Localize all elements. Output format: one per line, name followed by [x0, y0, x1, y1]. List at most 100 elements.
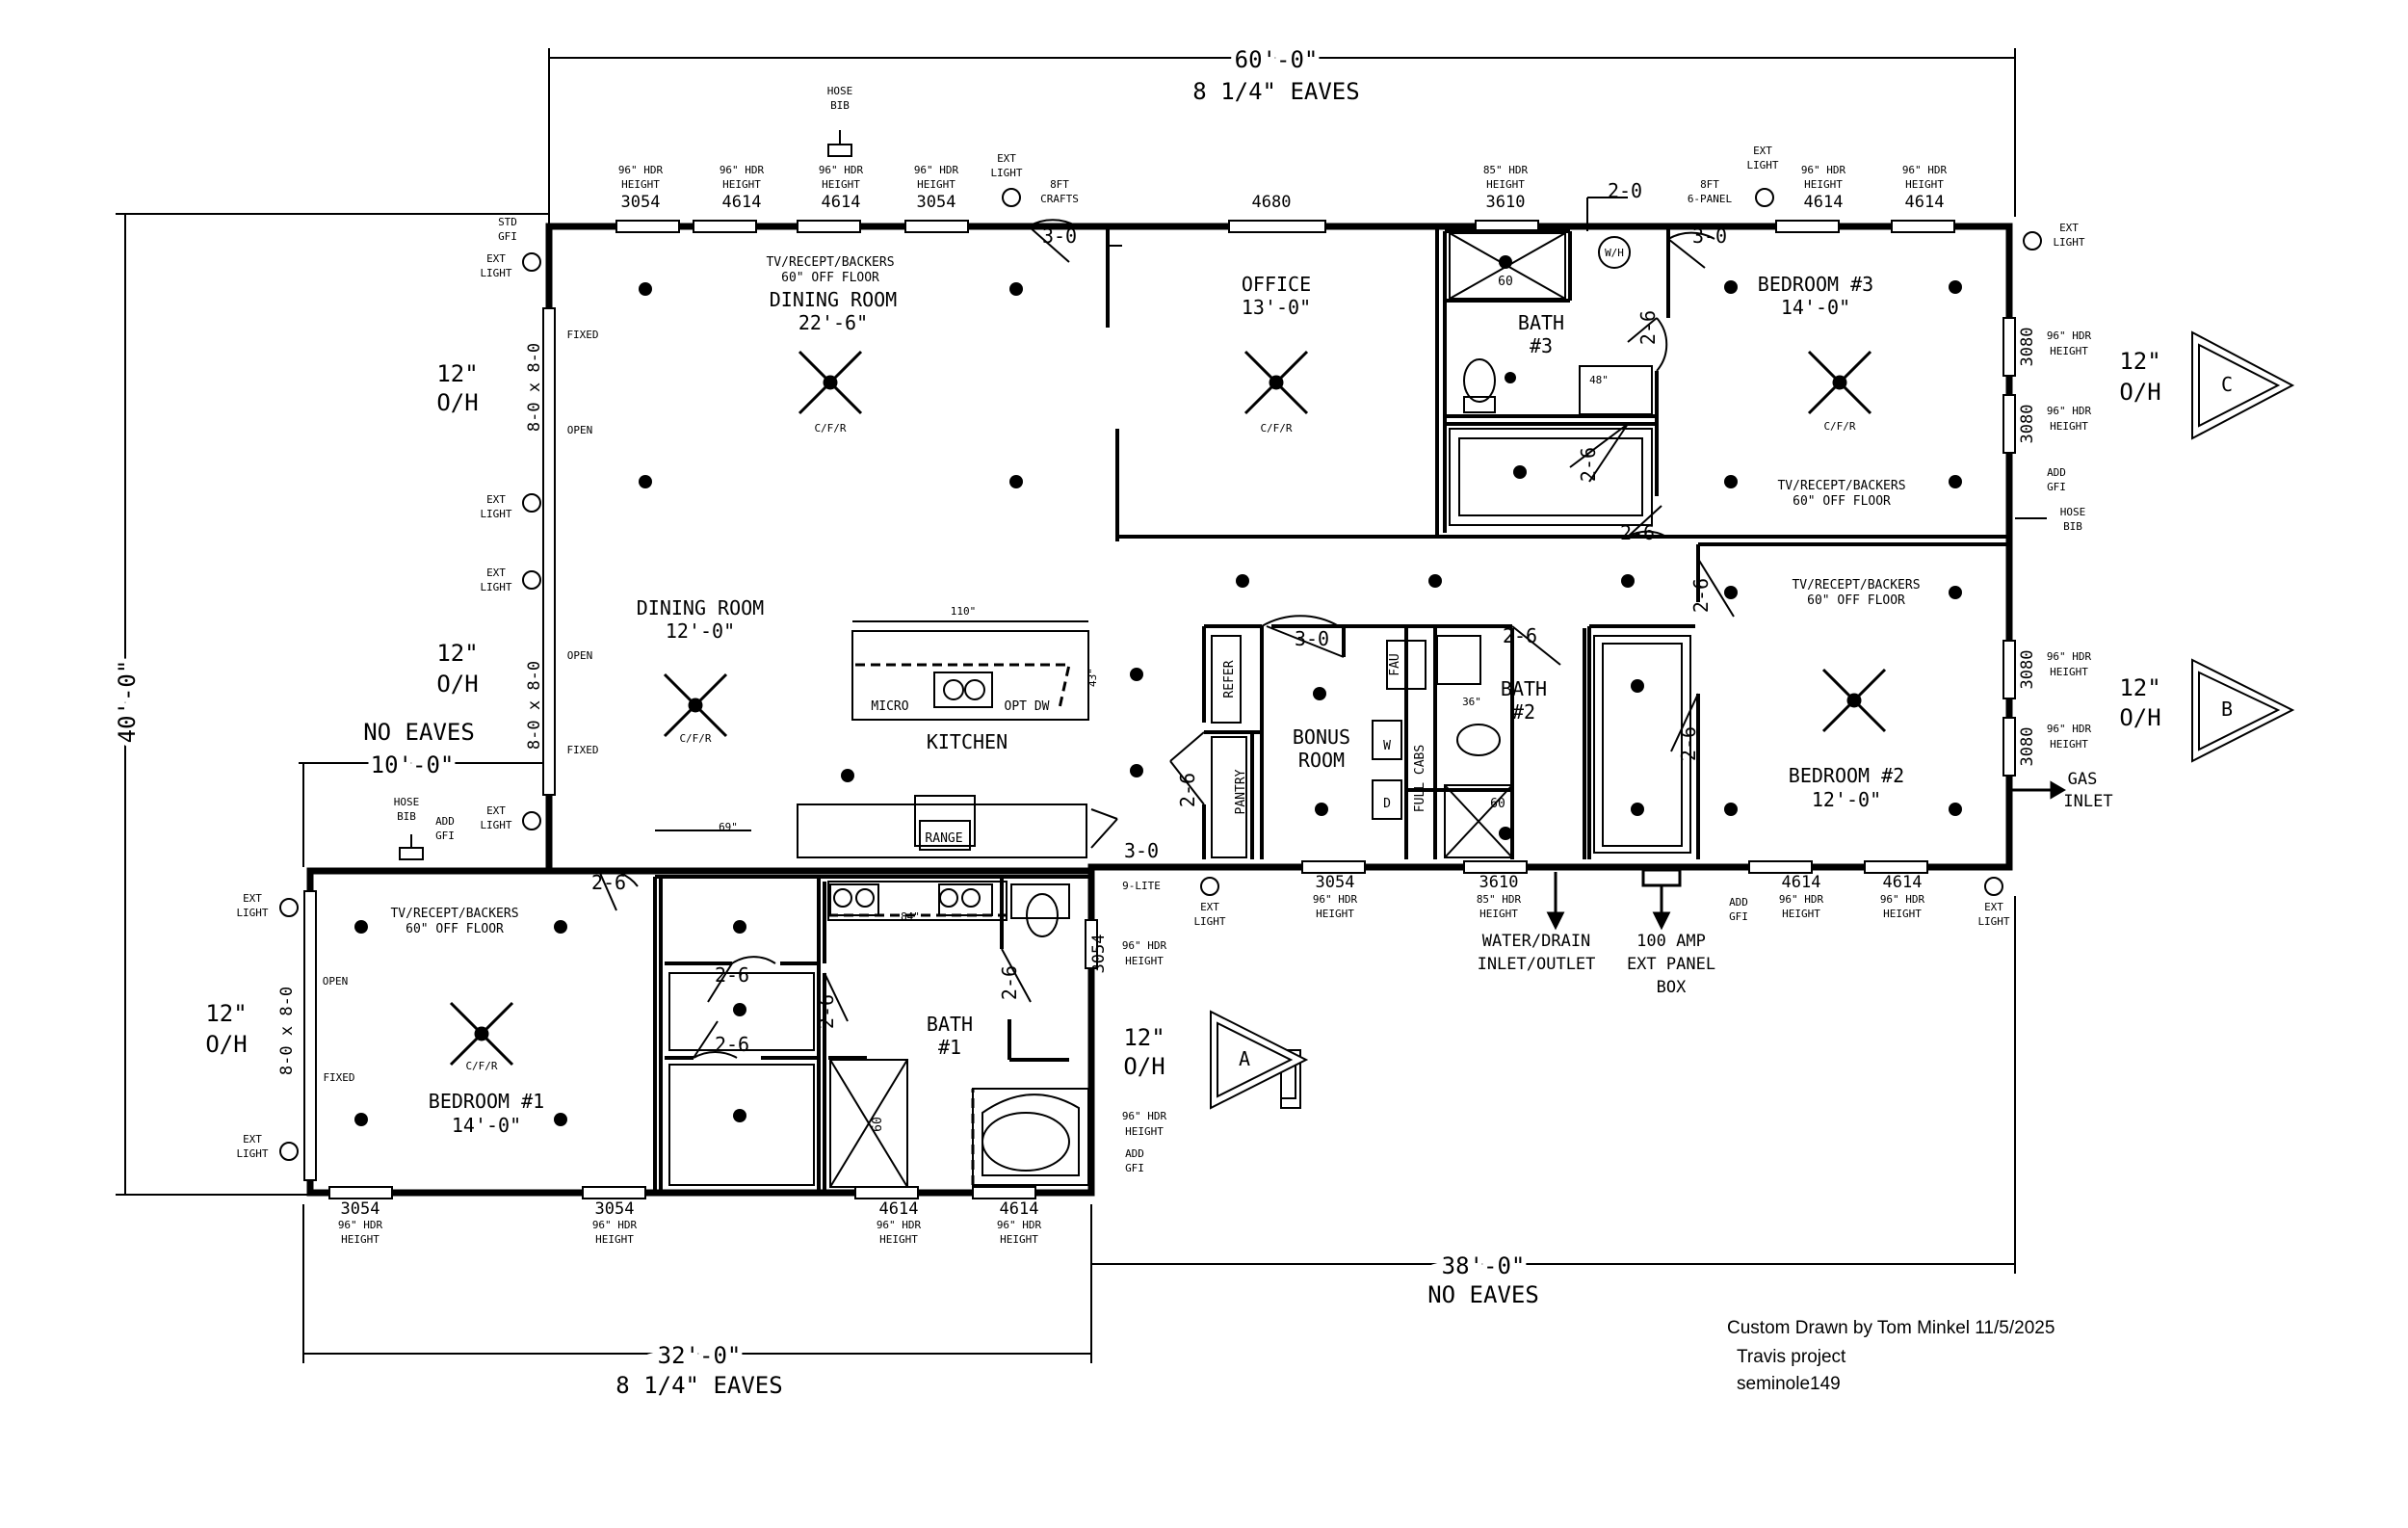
svg-text:3080: 3080 — [2018, 405, 2037, 444]
dim-left: 40'-0" — [114, 660, 141, 744]
svg-text:HEIGHT: HEIGHT — [621, 178, 660, 191]
svg-text:#1: #1 — [938, 1036, 961, 1059]
svg-text:BIB: BIB — [397, 810, 416, 823]
svg-text:4614: 4614 — [1782, 873, 1821, 892]
svg-text:LIGHT: LIGHT — [2053, 236, 2084, 249]
svg-text:BIB: BIB — [2063, 520, 2082, 533]
svg-text:FIXED: FIXED — [323, 1071, 354, 1084]
svg-text:96" HDR: 96" HDR — [2047, 405, 2092, 417]
svg-text:BOX: BOX — [1657, 978, 1687, 997]
svg-text:4614: 4614 — [879, 1199, 919, 1219]
svg-text:4614: 4614 — [1000, 1199, 1039, 1219]
svg-text:96" HDR: 96" HDR — [2047, 723, 2092, 735]
svg-text:14'-0": 14'-0" — [1781, 296, 1850, 319]
dim-bottom-left: 32'-0" — [658, 1342, 742, 1369]
svg-text:ADD: ADD — [435, 815, 455, 828]
fan-labels: C/F/R C/F/R C/F/R C/F/R C/F/R — [465, 420, 1855, 1072]
svg-text:13'-0": 13'-0" — [1242, 296, 1311, 319]
section-marker-b: B — [2221, 698, 2233, 721]
svg-text:LIGHT: LIGHT — [236, 1147, 268, 1160]
svg-text:HEIGHT: HEIGHT — [722, 178, 761, 191]
svg-text:BATH: BATH — [1518, 311, 1564, 334]
svg-text:DINING ROOM: DINING ROOM — [770, 288, 897, 311]
svg-text:HEIGHT: HEIGHT — [1804, 178, 1843, 191]
svg-text:C/F/R: C/F/R — [679, 732, 711, 745]
svg-text:EXT: EXT — [486, 493, 506, 506]
svg-text:4614: 4614 — [722, 193, 762, 212]
svg-text:12": 12" — [205, 1000, 247, 1027]
tv-backer-labels: TV/RECEPT/BACKERS 60" OFF FLOOR TV/RECEP… — [390, 255, 1920, 936]
svg-text:EXT: EXT — [243, 1133, 262, 1146]
svg-text:2-6: 2-6 — [1176, 773, 1199, 807]
svg-text:48": 48" — [1589, 374, 1609, 386]
svg-text:C/F/R: C/F/R — [1823, 420, 1855, 433]
svg-text:HEIGHT: HEIGHT — [917, 178, 955, 191]
svg-text:W: W — [1383, 739, 1391, 753]
svg-text:60" OFF FLOOR: 60" OFF FLOOR — [1793, 494, 1891, 509]
svg-text:EXT PANEL: EXT PANEL — [1627, 955, 1715, 974]
svg-text:HEIGHT: HEIGHT — [1125, 955, 1164, 967]
top-window-labels: 96" HDR HEIGHT 3054 96" HDR HEIGHT 4614 … — [618, 85, 1948, 248]
svg-text:9-LITE: 9-LITE — [1122, 880, 1161, 892]
svg-text:ADD: ADD — [2047, 466, 2066, 479]
svg-text:2-0: 2-0 — [1608, 179, 1642, 202]
svg-text:GFI: GFI — [435, 830, 455, 842]
svg-text:BEDROOM #2: BEDROOM #2 — [1789, 764, 1904, 787]
svg-text:96" HDR: 96" HDR — [914, 164, 959, 176]
svg-text:FIXED: FIXED — [566, 329, 598, 341]
svg-text:LIGHT: LIGHT — [480, 267, 511, 279]
credit-line-1: Custom Drawn by Tom Minkel 11/5/2025 — [1727, 1318, 2055, 1338]
bottom-right-labels: EXT LIGHT 3054 96" HDR HEIGHT 3610 85" H… — [1193, 873, 2009, 997]
svg-text:HEIGHT: HEIGHT — [1000, 1233, 1038, 1246]
svg-text:60" OFF FLOOR: 60" OFF FLOOR — [781, 271, 879, 285]
svg-text:BEDROOM #1: BEDROOM #1 — [429, 1090, 544, 1113]
svg-text:O/H: O/H — [436, 389, 478, 416]
svg-text:85" HDR: 85" HDR — [1477, 893, 1522, 906]
svg-text:GFI: GFI — [498, 230, 517, 243]
dim-bottom-right: 38'-0" — [1442, 1252, 1526, 1279]
svg-text:#3: #3 — [1530, 334, 1553, 357]
svg-text:O/H: O/H — [436, 671, 478, 698]
svg-text:CRAFTS: CRAFTS — [1040, 193, 1079, 205]
svg-text:60: 60 — [1498, 275, 1513, 289]
svg-text:3-0: 3-0 — [1042, 224, 1077, 248]
svg-text:96" HDR: 96" HDR — [592, 1219, 638, 1231]
svg-text:12'-0": 12'-0" — [666, 619, 735, 643]
svg-text:2-6: 2-6 — [715, 963, 749, 987]
svg-text:96" HDR: 96" HDR — [2047, 650, 2092, 663]
svg-text:4680: 4680 — [1252, 193, 1292, 212]
svg-text:HEIGHT: HEIGHT — [1905, 178, 1944, 191]
svg-text:96" HDR: 96" HDR — [1779, 893, 1824, 906]
svg-text:96" HDR: 96" HDR — [1801, 164, 1846, 176]
svg-text:LIGHT: LIGHT — [480, 508, 511, 520]
svg-text:BATH: BATH — [1501, 677, 1547, 700]
svg-text:100 AMP: 100 AMP — [1636, 932, 1706, 951]
svg-text:C/F/R: C/F/R — [814, 422, 846, 435]
svg-text:BEDROOM #3: BEDROOM #3 — [1758, 273, 1873, 296]
svg-text:2-6: 2-6 — [815, 994, 838, 1029]
eaves-notch: NO EAVES — [363, 719, 475, 746]
svg-text:69": 69" — [719, 821, 738, 833]
svg-text:EXT: EXT — [997, 152, 1016, 165]
svg-text:12": 12" — [1123, 1024, 1165, 1051]
svg-text:14'-0": 14'-0" — [452, 1114, 521, 1137]
svg-text:REFER: REFER — [1222, 660, 1237, 698]
svg-text:W/H: W/H — [1605, 247, 1624, 259]
svg-text:LIGHT: LIGHT — [1977, 915, 2009, 928]
svg-text:2-6: 2-6 — [1677, 726, 1700, 761]
svg-text:GFI: GFI — [2047, 481, 2066, 493]
svg-text:2-6: 2-6 — [1577, 447, 1600, 482]
svg-text:HEIGHT: HEIGHT — [2050, 345, 2088, 357]
svg-text:96" HDR: 96" HDR — [1902, 164, 1948, 176]
svg-text:EXT: EXT — [2059, 222, 2079, 234]
svg-text:3054: 3054 — [917, 193, 956, 212]
svg-text:3054: 3054 — [595, 1199, 635, 1219]
svg-text:OPEN: OPEN — [567, 424, 593, 436]
svg-text:LIGHT: LIGHT — [1193, 915, 1225, 928]
svg-text:HEIGHT: HEIGHT — [341, 1233, 380, 1246]
svg-text:43": 43" — [1086, 668, 1099, 687]
svg-text:96" HDR: 96" HDR — [1880, 893, 1925, 906]
svg-text:HEIGHT: HEIGHT — [1782, 908, 1820, 920]
svg-text:2-6: 2-6 — [1636, 310, 1660, 345]
svg-text:ADD: ADD — [1125, 1147, 1144, 1160]
